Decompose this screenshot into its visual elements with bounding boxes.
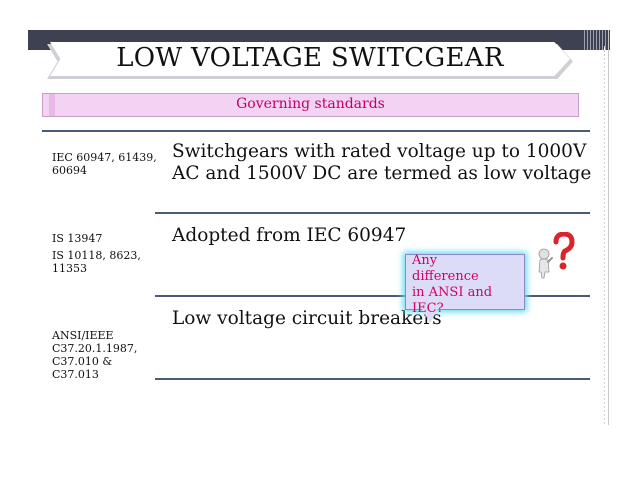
row-1-description-line: AC and 1500V DC are termed as low voltag… bbox=[172, 163, 592, 184]
row-1-description-line: Switchgears with rated voltage up to 100… bbox=[172, 141, 587, 162]
row-1-description: Switchgears with rated voltage up to 100… bbox=[172, 141, 591, 185]
row-3-description-line: Low voltage circuit breakers bbox=[172, 308, 442, 329]
row-2-standard-line: IS 13947 bbox=[52, 232, 103, 245]
divider-top bbox=[42, 130, 590, 132]
question-callout: Any difference in ANSI and IEC? bbox=[405, 253, 525, 323]
row-2-description-line: Adopted from IEC 60947 bbox=[172, 225, 407, 246]
row-2-standard-line: IS 10118, 8623, bbox=[52, 249, 141, 262]
callout-pointer bbox=[422, 309, 438, 323]
question-figure-icon bbox=[538, 232, 575, 279]
row-3-standards: ANSI/IEEE C37.20.1.1987, C37.010 & C37.0… bbox=[52, 329, 137, 381]
title-box bbox=[50, 42, 570, 76]
header-stripes bbox=[584, 30, 610, 50]
row-3-description: Low voltage circuit breakers bbox=[172, 308, 442, 330]
divider-row1 bbox=[155, 212, 590, 214]
row-2-description: Adopted from IEC 60947 bbox=[172, 225, 406, 247]
row-2-standard-line: 11353 bbox=[52, 262, 87, 275]
callout-text: Any difference in ANSI and IEC? bbox=[412, 253, 504, 317]
row-3-standard-line: C37.20.1.1987, bbox=[52, 342, 138, 355]
callout-line: Any difference bbox=[412, 253, 479, 284]
section-header-accent bbox=[49, 94, 55, 116]
page-title: LOW VOLTAGE SWITCGEAR bbox=[116, 43, 504, 73]
right-border-line bbox=[608, 30, 609, 425]
row-1-standards: IEC 60947, 61439, 60694 bbox=[52, 151, 157, 177]
row-1-standard-line: IEC 60947, 61439, bbox=[52, 151, 157, 164]
row-3-standard-line: ANSI/IEEE bbox=[52, 329, 114, 342]
divider-row2 bbox=[155, 295, 590, 297]
row-2-standards: IS 13947 IS 10118, 8623, 11353 bbox=[52, 232, 141, 275]
row-3-standard-line: C37.010 & bbox=[52, 355, 113, 368]
row-3-standard-line: C37.013 bbox=[52, 368, 99, 381]
section-header: Governing standards bbox=[42, 93, 579, 117]
callout-line: IEC? bbox=[412, 301, 444, 316]
callout-line: in ANSI and bbox=[412, 285, 493, 300]
divider-bottom bbox=[155, 378, 590, 380]
row-1-standard-line: 60694 bbox=[52, 164, 87, 177]
section-header-label: Governing standards bbox=[236, 96, 385, 112]
right-dashed-line bbox=[604, 46, 605, 426]
